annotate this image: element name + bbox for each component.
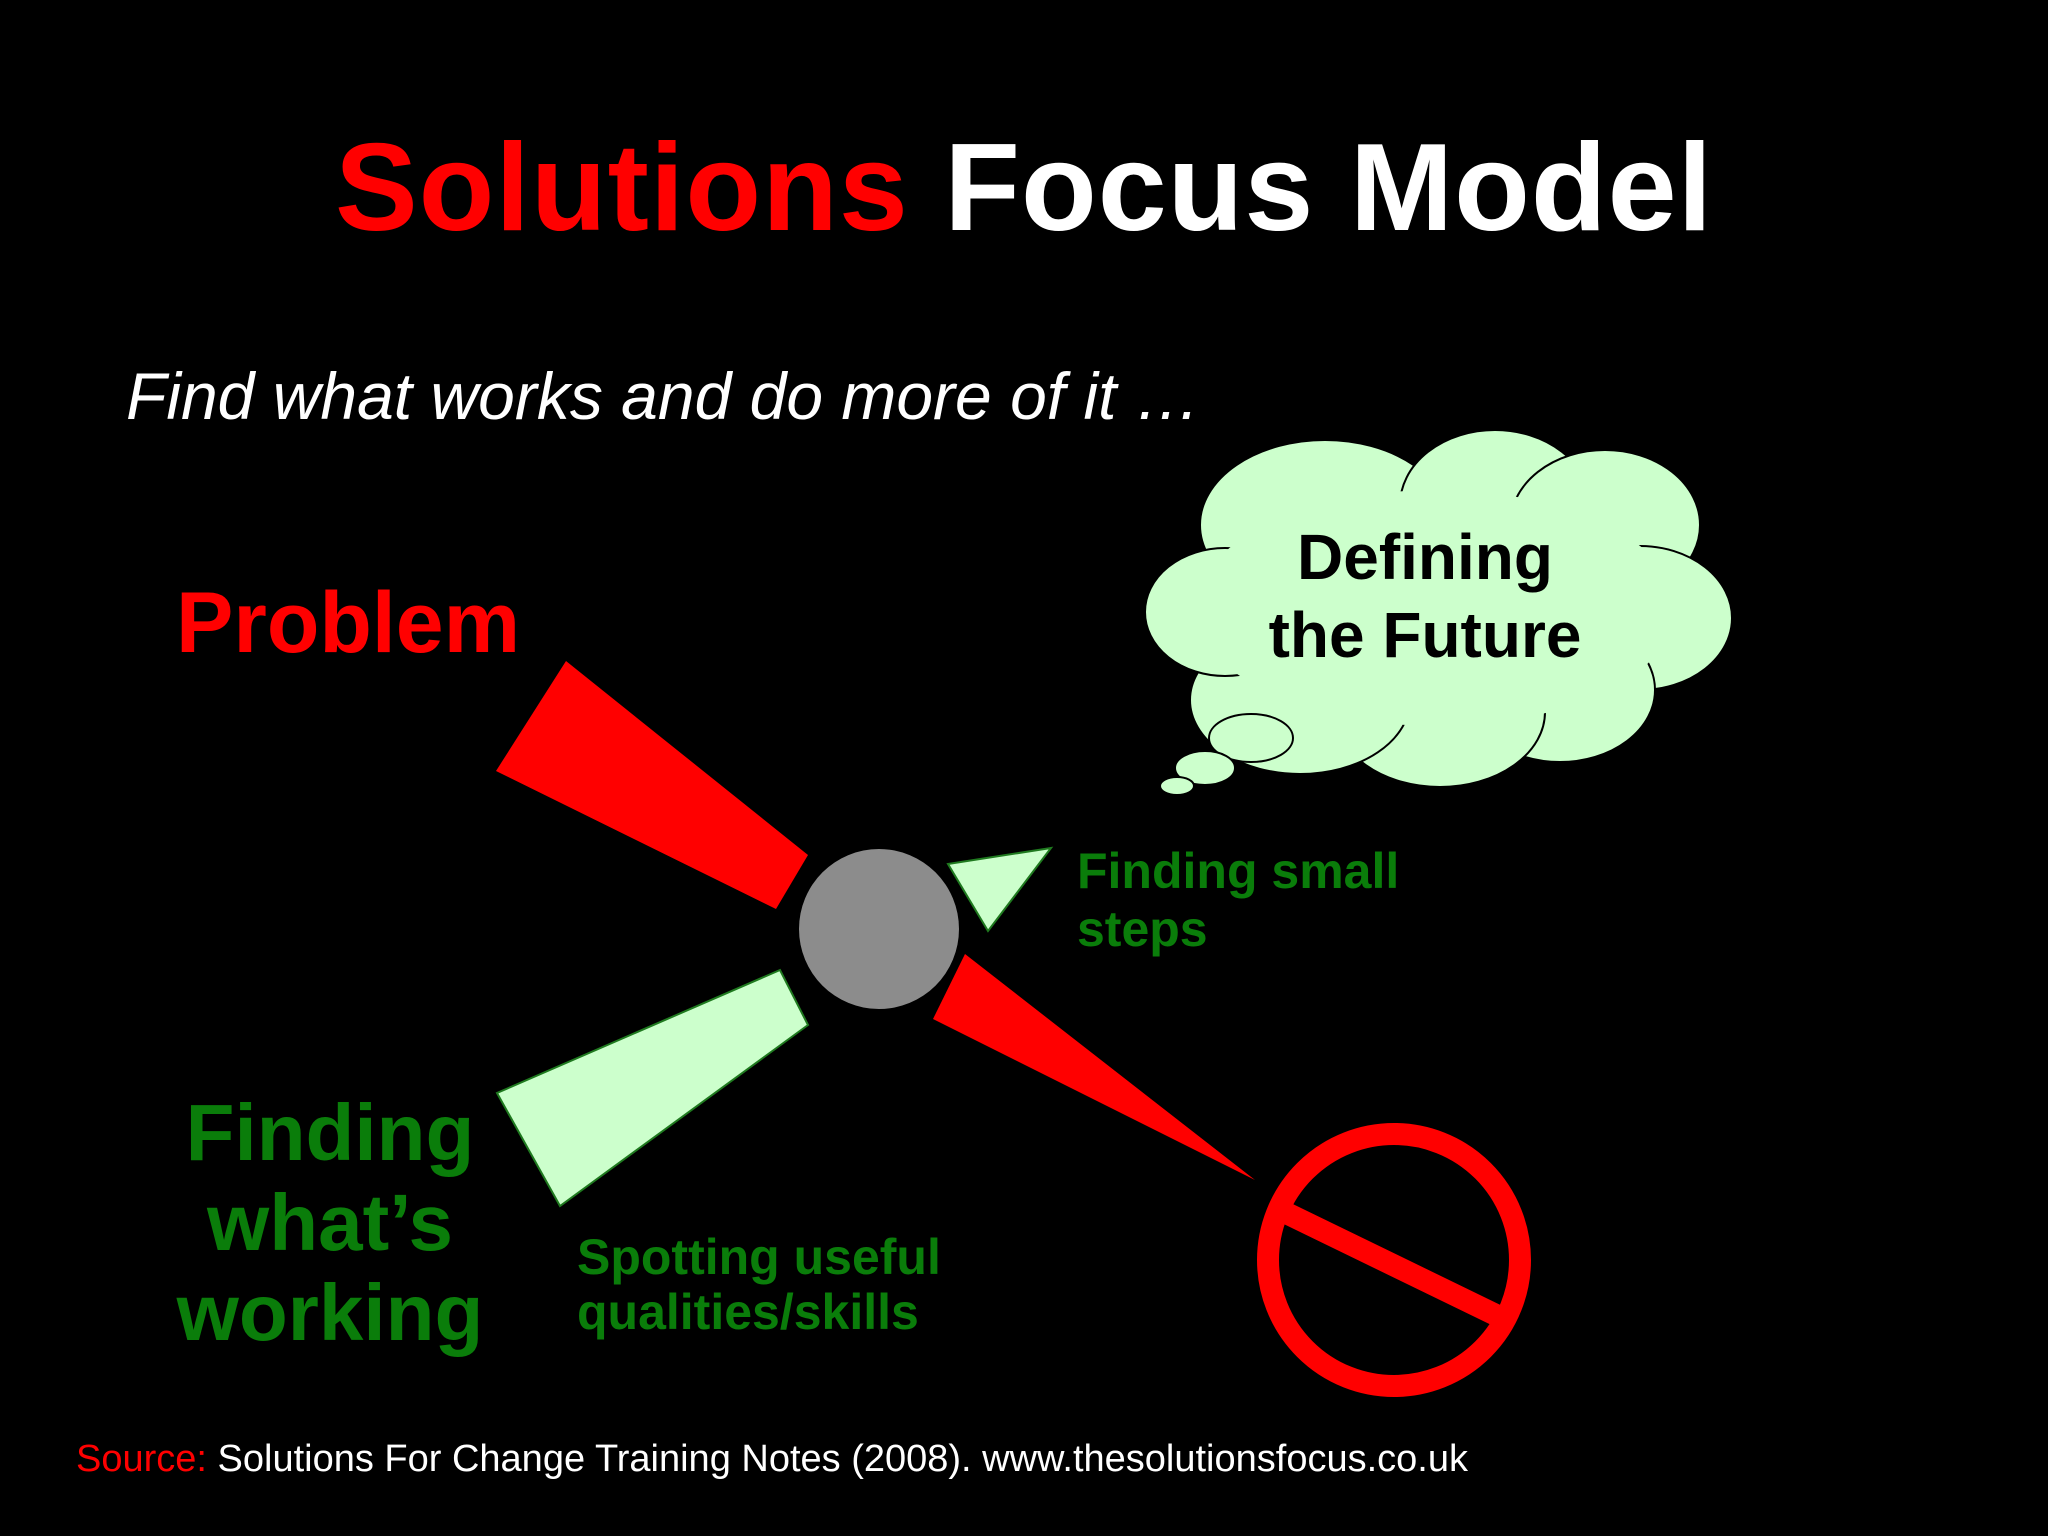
small-steps-line-2: steps xyxy=(1077,901,1208,957)
defining-future-label: Defining the Future xyxy=(1200,518,1650,674)
central-hub xyxy=(799,849,959,1009)
problem-wedge xyxy=(496,661,808,909)
working-line-2: what’s xyxy=(207,1178,453,1267)
future-line-1: Defining xyxy=(1297,521,1553,593)
spotting-line-1: Spotting useful xyxy=(577,1229,941,1285)
source-label: Source: xyxy=(76,1438,207,1480)
source-citation: Source: Solutions For Change Training No… xyxy=(76,1438,1468,1481)
spotting-line-2: qualities/skills xyxy=(577,1284,919,1340)
away-from-problem-wedge xyxy=(933,954,1255,1180)
problem-label: Problem xyxy=(176,575,521,671)
prohibition-sign-icon xyxy=(1257,1123,1531,1397)
working-line-3: working xyxy=(176,1268,484,1357)
title-focus-model: Focus Model xyxy=(944,119,1714,257)
future-line-2: the Future xyxy=(1268,599,1582,671)
source-text: Solutions For Change Training Notes (200… xyxy=(217,1438,1468,1480)
whats-working-wedge xyxy=(495,968,810,1208)
title-solutions: Solutions xyxy=(334,119,909,257)
subtitle: Find what works and do more of it … xyxy=(126,359,1201,433)
finding-small-steps-label: Finding small steps xyxy=(1077,842,1399,958)
working-line-1: Finding xyxy=(185,1088,475,1177)
finding-whats-working-label: Finding what’s working xyxy=(155,1088,505,1358)
spotting-qualities-label: Spotting useful qualities/skills xyxy=(577,1230,941,1340)
page-title: Solutions Focus Model xyxy=(0,118,2048,258)
small-steps-line-1: Finding small xyxy=(1077,843,1400,899)
thought-cloud-icon xyxy=(1144,429,1733,796)
small-steps-wedge xyxy=(946,846,1054,933)
